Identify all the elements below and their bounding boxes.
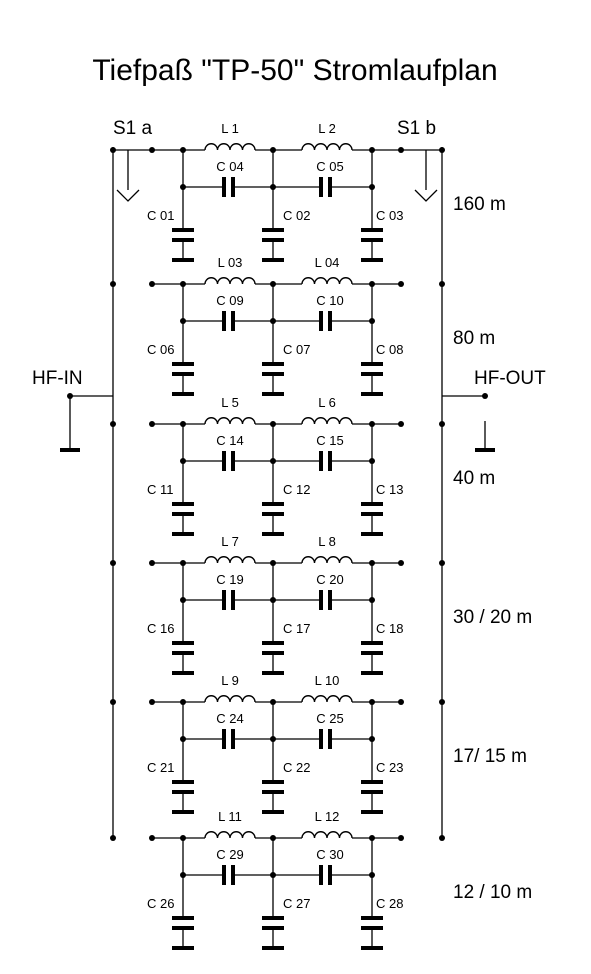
switch-contact-left xyxy=(149,699,155,705)
inductor-label: L 2 xyxy=(318,121,336,136)
inductor-12 xyxy=(301,831,353,839)
series-capacitor-label: C 05 xyxy=(316,159,343,174)
inductor-4 xyxy=(301,277,353,285)
filter-section-2: L 03 L 04 C 09 C 10 C 06 C 07 C 08 80 m xyxy=(110,255,495,396)
switch-contact-right xyxy=(398,421,404,427)
shunt-capacitor-label: C 17 xyxy=(283,621,310,636)
inductor-label: L 5 xyxy=(221,395,239,410)
page-title: Tiefpaß "TP-50" Stromlaufplan xyxy=(92,54,497,87)
inductor-label: L 8 xyxy=(318,534,336,549)
filter-section-6: L 11 L 12 C 29 C 30 C 26 C 27 C 28 12 / 10 m xyxy=(110,809,532,950)
switch-contact-left xyxy=(149,421,155,427)
shunt-capacitor-label: C 13 xyxy=(376,482,403,497)
rail-contact-left xyxy=(110,699,116,705)
inductor-2 xyxy=(301,143,353,151)
band-label: 12 / 10 m xyxy=(453,882,532,903)
rail-contact-right xyxy=(439,147,445,153)
shunt-capacitor-label: C 16 xyxy=(147,621,174,636)
switch-contact-right xyxy=(398,281,404,287)
band-label: 80 m xyxy=(453,328,495,349)
inductor-6 xyxy=(301,417,353,425)
rail-contact-right xyxy=(439,835,445,841)
switch-label-right: S1 b xyxy=(397,118,436,139)
switch-contact-left xyxy=(149,835,155,841)
shunt-capacitor-label: C 22 xyxy=(283,760,310,775)
series-capacitor-label: C 04 xyxy=(216,159,243,174)
shunt-capacitor-label: C 27 xyxy=(283,896,310,911)
inductor-label: L 7 xyxy=(221,534,239,549)
filter-section-1: L 1 L 2 C 04 C 05 C 01 C 02 C 03 160 m xyxy=(110,121,506,262)
series-capacitor-label: C 24 xyxy=(216,711,243,726)
port-label-output: HF-OUT xyxy=(474,368,546,389)
series-capacitor-label: C 25 xyxy=(316,711,343,726)
inductor-11 xyxy=(204,831,256,839)
inductor-label: L 10 xyxy=(315,673,340,688)
rail-contact-right xyxy=(439,699,445,705)
inductor-7 xyxy=(204,556,256,564)
inductor-label: L 1 xyxy=(221,121,239,136)
switch-label-left: S1 a xyxy=(113,118,153,139)
inductor-label: L 11 xyxy=(218,809,242,824)
switch-contact-left xyxy=(149,281,155,287)
rail-contact-left xyxy=(110,560,116,566)
shunt-capacitor-label: C 12 xyxy=(283,482,310,497)
series-capacitor-label: C 15 xyxy=(316,433,343,448)
series-capacitor-label: C 14 xyxy=(216,433,243,448)
rail-contact-left xyxy=(110,835,116,841)
shunt-capacitor-label: C 06 xyxy=(147,342,174,357)
inductor-10 xyxy=(301,695,353,703)
band-label: 160 m xyxy=(453,194,506,215)
series-capacitor-label: C 30 xyxy=(316,847,343,862)
filter-section-3: L 5 L 6 C 14 C 15 C 11 C 12 C 13 40 m xyxy=(110,395,495,536)
shunt-capacitor-label: C 18 xyxy=(376,621,403,636)
inductor-label: L 12 xyxy=(315,809,340,824)
rail-contact-right xyxy=(439,421,445,427)
series-capacitor-label: C 19 xyxy=(216,572,243,587)
shunt-capacitor-label: C 01 xyxy=(147,208,174,223)
inductor-8 xyxy=(301,556,353,564)
series-capacitor-label: C 20 xyxy=(316,572,343,587)
switch-contact-right xyxy=(398,699,404,705)
shunt-capacitor-label: C 21 xyxy=(147,760,174,775)
rail-contact-right xyxy=(439,281,445,287)
switch-contact-right xyxy=(398,560,404,566)
filter-section-5: L 9 L 10 C 24 C 25 C 21 C 22 C 23 17/ 15 m xyxy=(110,673,527,814)
inductor-label: L 9 xyxy=(221,673,239,688)
rail-contact-right xyxy=(439,560,445,566)
band-label: 30 / 20 m xyxy=(453,607,532,628)
rail-contact-left xyxy=(110,421,116,427)
shunt-capacitor-label: C 28 xyxy=(376,896,403,911)
shunt-capacitor-label: C 02 xyxy=(283,208,310,223)
inductor-label: L 04 xyxy=(315,255,340,270)
series-capacitor-label: C 10 xyxy=(316,293,343,308)
filter-section-4: L 7 L 8 C 19 C 20 C 16 C 17 C 18 30 / 20 m xyxy=(110,534,532,675)
inductor-1 xyxy=(204,143,256,151)
band-label: 40 m xyxy=(453,468,495,489)
inductor-label: L 03 xyxy=(218,255,243,270)
rail-contact-left xyxy=(110,281,116,287)
inductor-9 xyxy=(204,695,256,703)
inductor-label: L 6 xyxy=(318,395,336,410)
shunt-capacitor-label: C 23 xyxy=(376,760,403,775)
shunt-capacitor-label: C 08 xyxy=(376,342,403,357)
inductor-5 xyxy=(204,417,256,425)
port-label-input: HF-IN xyxy=(32,368,83,389)
switch-contact-right xyxy=(398,835,404,841)
common-wiring xyxy=(60,147,495,838)
filter-sections: L 1 L 2 C 04 C 05 C 01 C 02 C 03 160 m L 03 L 04 C… xyxy=(110,121,532,950)
switch-contact-left xyxy=(149,560,155,566)
shunt-capacitor-label: C 11 xyxy=(147,482,174,497)
shunt-capacitor-label: C 26 xyxy=(147,896,174,911)
series-capacitor-label: C 09 xyxy=(216,293,243,308)
rail-contact-left xyxy=(110,147,116,153)
shunt-capacitor-label: C 03 xyxy=(376,208,403,223)
band-label: 17/ 15 m xyxy=(453,746,527,767)
shunt-capacitor-label: C 07 xyxy=(283,342,310,357)
inductor-3 xyxy=(204,277,256,285)
series-capacitor-label: C 29 xyxy=(216,847,243,862)
